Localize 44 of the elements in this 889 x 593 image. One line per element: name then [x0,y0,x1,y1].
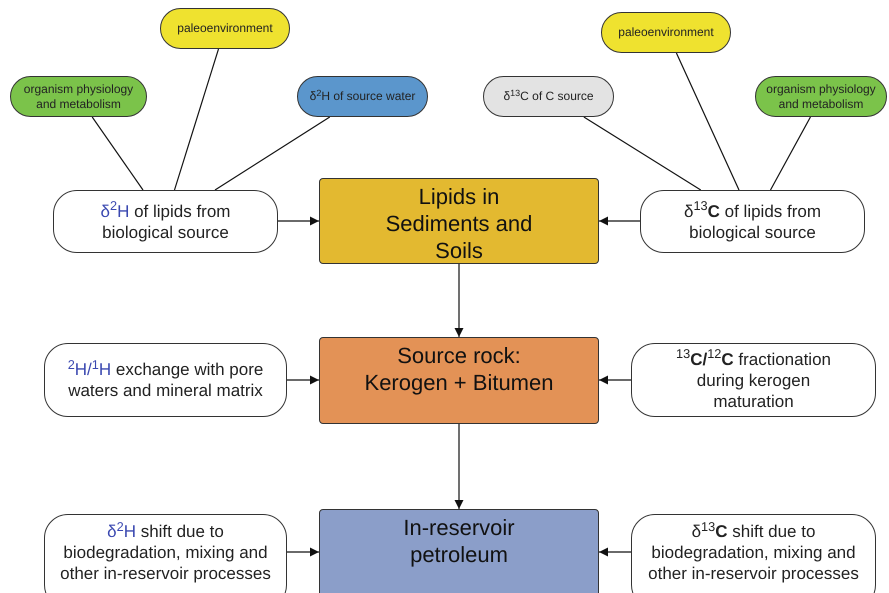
stage-label: In-reservoir petroleum [402,514,516,568]
arrow [454,264,464,337]
connector-line [676,52,740,190]
factor-pill [483,76,614,117]
stage-box [319,509,599,593]
stage-label: Source rock: Kerogen + Bitumen [364,342,554,396]
stage-box [319,337,599,424]
arrow [454,424,464,509]
factor-pill [601,12,731,53]
factor-box [631,514,876,593]
connector-line [214,116,330,190]
arrow [287,548,319,556]
arrow [287,376,319,384]
factor-pill [297,76,428,117]
connector-line [584,116,702,190]
connector-line [174,48,220,190]
pill-label: organism physiology and metabolism [22,82,134,112]
factor-pill [755,76,887,117]
arrow [599,376,631,384]
factor-box [44,343,287,417]
factor-pill [10,76,147,117]
factor-pill [160,8,290,49]
arrow [599,216,640,226]
factor-box [640,190,865,253]
factor-text: δ$^{13}$C shift due to biodegradation, mixing and other in-reservoir processes [647,521,860,584]
factor-text: δ$^{2}$H shift due to biodegradation, mixing and other in-reservoir processes [59,521,272,584]
factor-box [631,343,876,417]
arrow [278,216,319,226]
factor-box [44,514,287,593]
pill-label: paleoenvironment [618,25,714,40]
factor-text: $^{2}$H/$^{1}$H exchange with pore waters and mineral matrix [66,359,264,401]
connector-line [92,116,144,190]
stage-box [319,178,599,264]
pill-label: δ$^{2}$H of source water [310,89,416,104]
pill-label: organism physiology and metabolism [765,82,877,112]
factor-text: δ$^{13}$C of lipids from biological source [682,200,822,242]
pill-label: paleoenvironment [177,21,273,36]
connector-line [770,116,811,190]
factor-text: δ$^{2}$H of lipids from biological source [100,200,232,242]
factor-box [53,190,278,253]
pill-label: δ$^{13}$C of C source [503,89,594,104]
arrow [599,548,631,556]
stage-label: Lipids in Sediments and Soils [384,183,534,264]
factor-text: $^{13}$C/$^{12}$C fractionation during kerogen maturation [675,348,832,412]
